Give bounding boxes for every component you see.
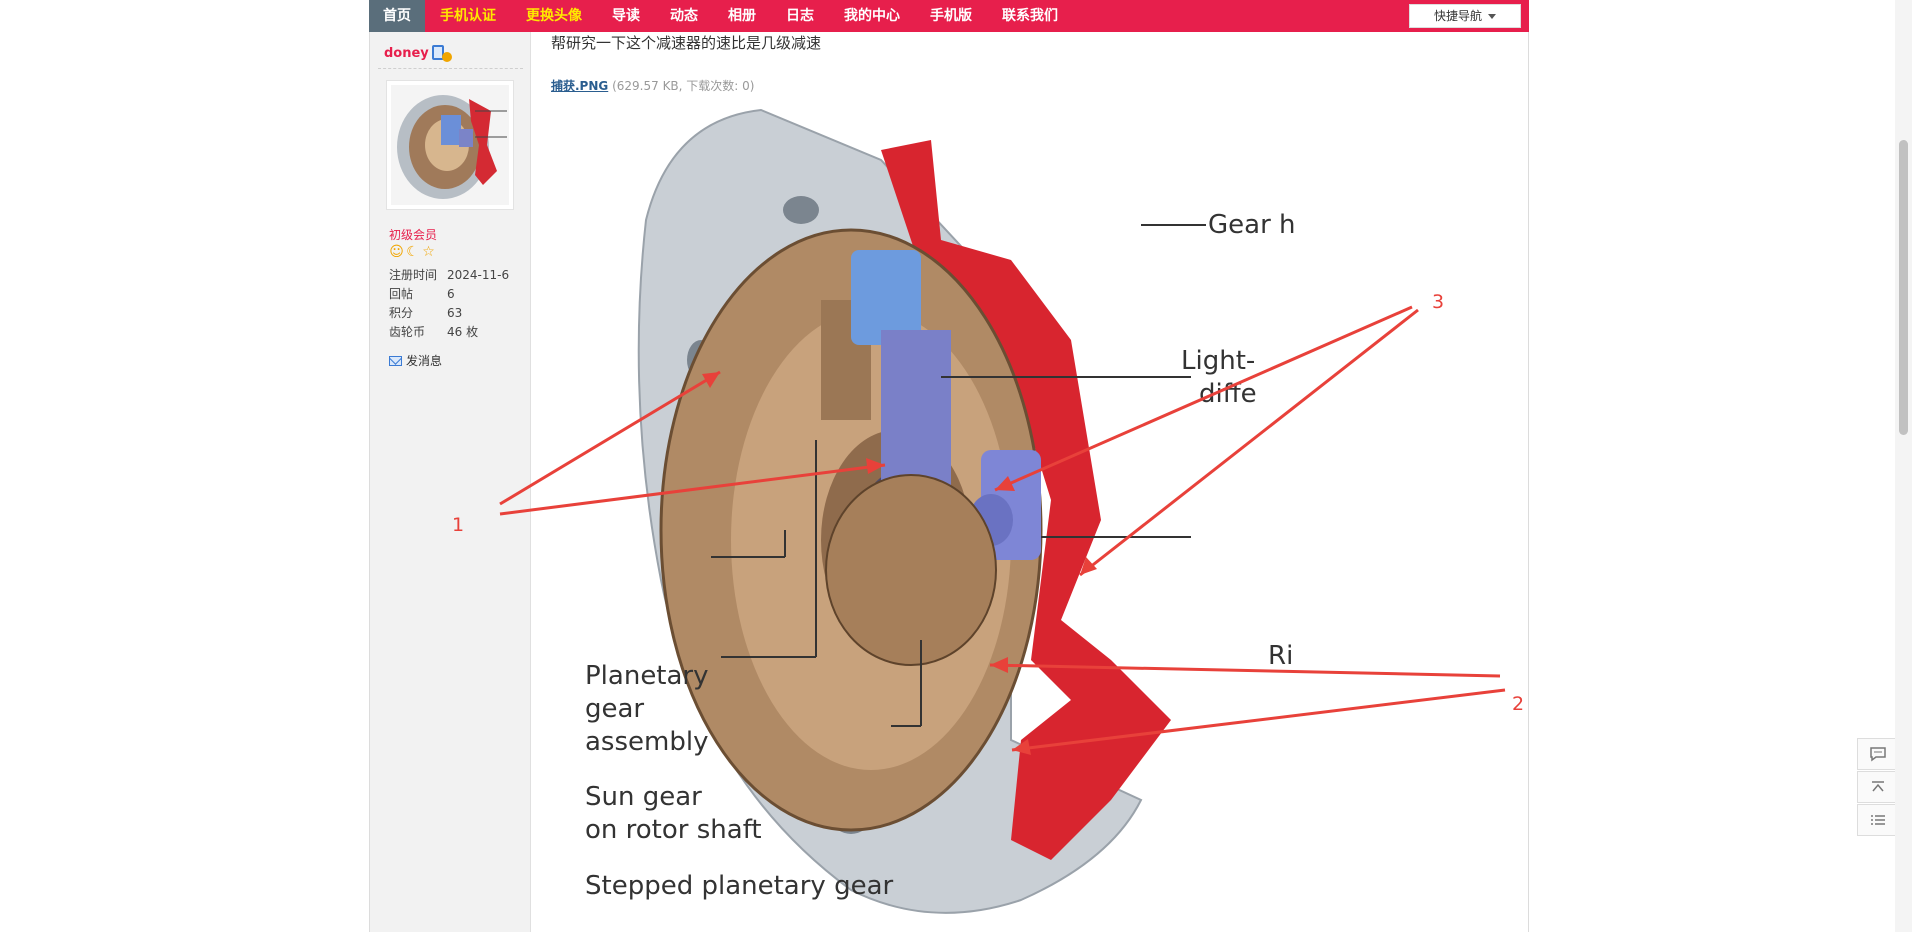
back-to-top-button[interactable] — [1857, 771, 1898, 803]
nav-phone-verify[interactable]: 手机认证 — [440, 8, 496, 24]
diagram-label: diffe — [1199, 379, 1257, 409]
attachment-info: 捕获.PNG (629.57 KB, 下载次数: 0) — [551, 77, 754, 94]
list-icon — [1870, 815, 1885, 825]
quick-nav-label: 快捷导航 — [1433, 9, 1482, 23]
diagram-label: Planetary — [585, 661, 709, 691]
nav-change-avatar[interactable]: 更换头像 — [526, 8, 582, 24]
diagram-label: Light- — [1181, 346, 1255, 376]
mail-icon — [389, 355, 402, 366]
attachment-meta: (629.57 KB, 下载次数: 0) — [612, 79, 755, 93]
diagram-label: on rotor shaft — [585, 815, 762, 845]
avatar[interactable] — [386, 80, 514, 210]
nav-contact[interactable]: 联系我们 — [1002, 8, 1058, 24]
diagram-label: Stepped planetary gear — [585, 871, 894, 901]
gearbox-diagram-image[interactable]: Gear h Light- diffe Ri Planetary gear as… — [551, 100, 1305, 922]
post-body-text: 帮研究一下这个减速器的速比是几级减速 — [551, 34, 822, 52]
user-rank: 初级会员 — [389, 228, 438, 242]
nav-blog[interactable]: 日志 — [786, 8, 814, 24]
diagram-label: assembly — [585, 727, 708, 757]
send-message-label: 发消息 — [406, 354, 443, 368]
username-row: doney — [384, 44, 452, 62]
diagram-label: Sun gear — [585, 782, 702, 812]
send-message-link[interactable]: 发消息 — [389, 352, 442, 369]
username-link[interactable]: doney — [384, 45, 429, 61]
nav-album[interactable]: 相册 — [728, 8, 756, 24]
scrollbar-thumb[interactable] — [1899, 140, 1908, 435]
quick-nav-button[interactable]: 快捷导航 — [1409, 4, 1521, 28]
comment-icon — [1869, 747, 1886, 762]
moon-icon: ☾ — [406, 244, 419, 260]
list-button[interactable] — [1857, 804, 1898, 836]
diagram-label: Ri — [1268, 641, 1293, 671]
side-tools — [1857, 738, 1898, 837]
star-icon: ☆ — [422, 244, 435, 260]
reply-button[interactable] — [1857, 738, 1898, 770]
chevron-down-icon — [1488, 14, 1496, 19]
diagram-label: gear — [585, 694, 644, 724]
phone-verified-icon — [431, 44, 452, 62]
rank-icons: ☺ ☾ ☆ — [389, 245, 436, 260]
nav-activity[interactable]: 动态 — [670, 8, 698, 24]
nav-my-center[interactable]: 我的中心 — [844, 8, 900, 24]
diagram-label: Gear h — [1208, 210, 1296, 240]
attachment-filename[interactable]: 捕获.PNG — [551, 79, 609, 93]
divider — [378, 68, 523, 69]
nav-guide[interactable]: 导读 — [612, 8, 640, 24]
top-navigation: 首页 手机认证 更换头像 导读 动态 相册 日志 我的中心 手机版 联系我们 快… — [369, 0, 1529, 32]
sun-icon: ☺ — [389, 244, 404, 260]
back-to-top-icon — [1871, 781, 1884, 792]
nav-mobile[interactable]: 手机版 — [930, 8, 972, 24]
vertical-scrollbar[interactable] — [1895, 0, 1912, 932]
nav-home[interactable]: 首页 — [369, 0, 425, 32]
avatar-image — [391, 85, 509, 205]
